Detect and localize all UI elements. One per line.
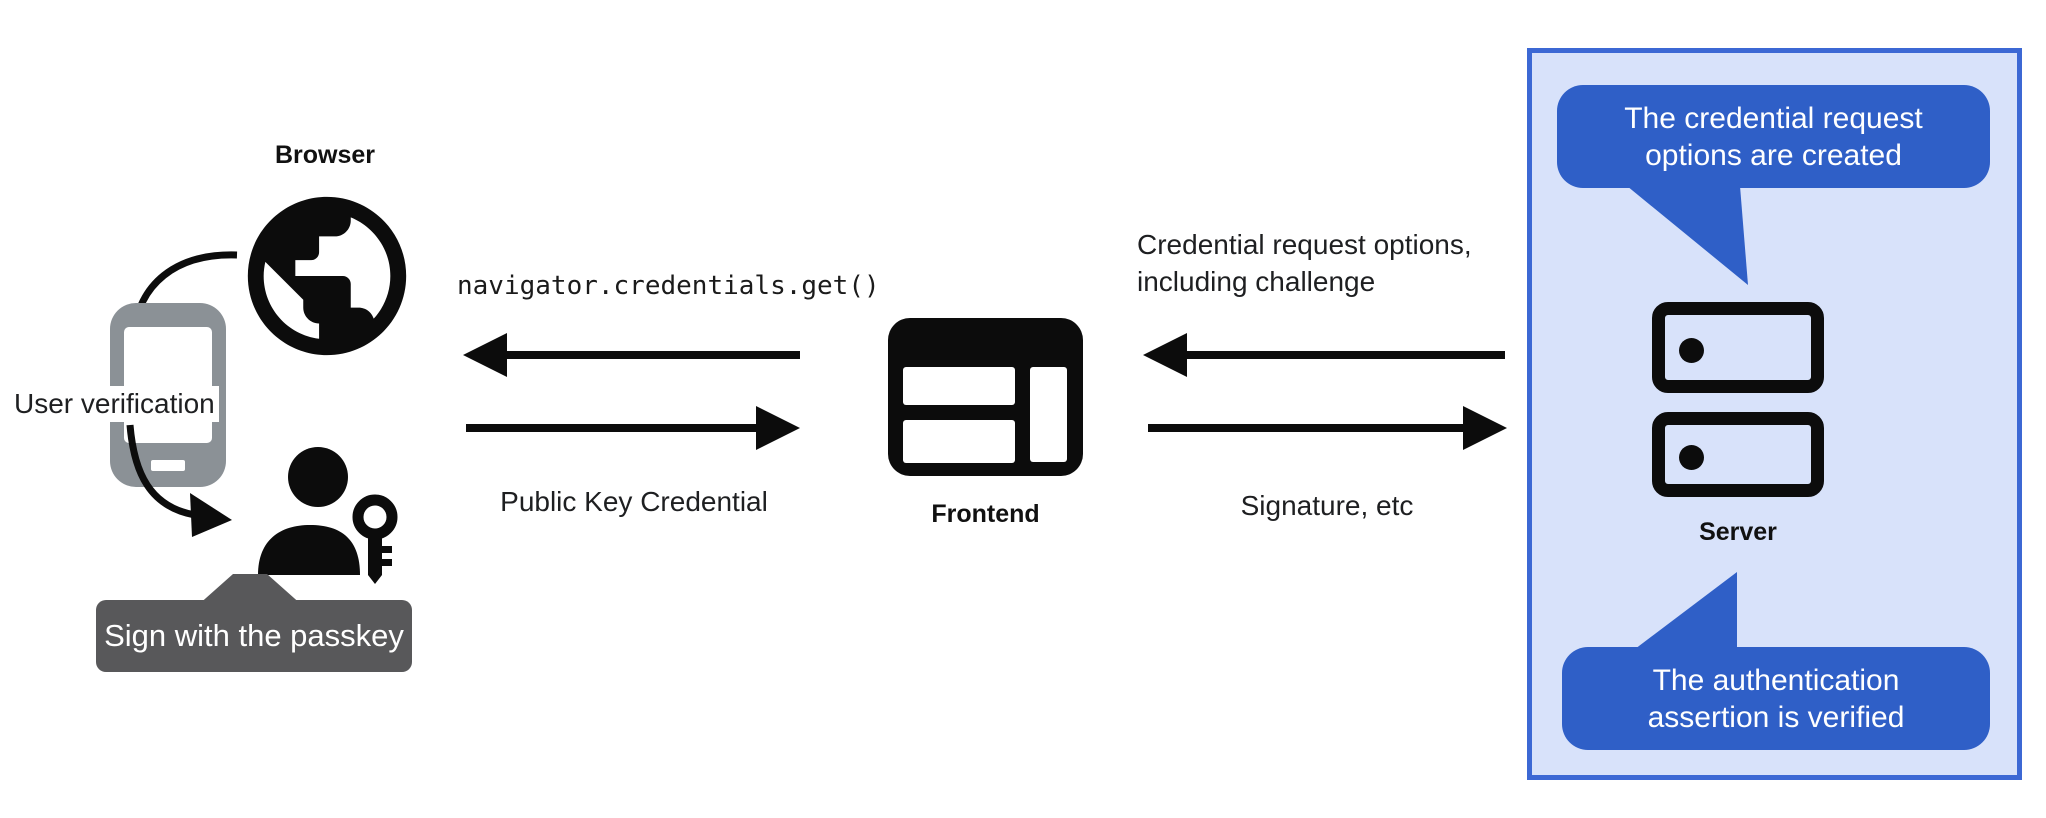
signature-etc-label: Signature, etc	[1240, 490, 1414, 521]
credential-request-options-line2: including challenge	[1137, 266, 1376, 297]
public-key-credential-label: Public Key Credential	[500, 486, 768, 517]
credential-request-options-label: Credential request options, including ch…	[1137, 226, 1472, 300]
curved-arrow-path	[126, 424, 196, 519]
callout-top: The credential request options are creat…	[1557, 85, 1990, 188]
arrow-shaft	[505, 351, 800, 359]
callout-bottom-line1: The authentication	[1652, 663, 1900, 697]
frontend-label: Frontend	[931, 500, 1040, 528]
curved-arrow-head	[190, 493, 232, 537]
globe-icon	[247, 196, 407, 356]
server-led-dot	[1679, 338, 1704, 363]
globe-path	[247, 196, 407, 356]
person-shoulders	[258, 525, 360, 575]
server-label: Server	[1699, 518, 1777, 546]
arrow-right-head-icon	[756, 406, 800, 450]
arrow-shaft	[1185, 351, 1505, 359]
browser-label: Browser	[274, 141, 376, 169]
arrow-left-head-icon	[1143, 333, 1187, 377]
arrow-shaft	[466, 424, 758, 432]
curved-arrow-phone-to-user-icon	[126, 424, 232, 537]
navigator-credentials-get-label: navigator.credentials.get()	[457, 271, 880, 301]
user-verification-label: User verification	[10, 386, 219, 422]
arrow-right-head-icon	[1463, 406, 1507, 450]
callout-top-line2: options are created	[1645, 138, 1902, 172]
sign-with-passkey-tooltip: Sign with the passkey	[96, 600, 412, 672]
key-shaft	[368, 533, 392, 584]
window-panel	[903, 420, 1015, 463]
person-head	[288, 447, 348, 507]
window-panel	[1030, 367, 1067, 462]
server-stack-icon	[1652, 302, 1824, 393]
browser-window-icon	[888, 318, 1083, 476]
server-stack-icon	[1652, 412, 1824, 497]
smartphone-homebar	[151, 460, 185, 471]
callout-bottom: The authentication assertion is verified	[1562, 647, 1990, 750]
arrow-shaft	[1148, 424, 1464, 432]
sign-with-passkey-text: Sign with the passkey	[104, 618, 404, 653]
smartphone-screen	[124, 327, 212, 443]
arrow-left-head-icon	[463, 333, 507, 377]
credential-request-options-line1: Credential request options,	[1137, 229, 1472, 260]
window-panel	[903, 367, 1015, 405]
person-passkey-icon	[258, 447, 405, 584]
callout-top-line1: The credential request	[1624, 101, 1923, 135]
callout-bottom-line2: assertion is verified	[1647, 700, 1905, 734]
server-led-dot	[1679, 445, 1704, 470]
